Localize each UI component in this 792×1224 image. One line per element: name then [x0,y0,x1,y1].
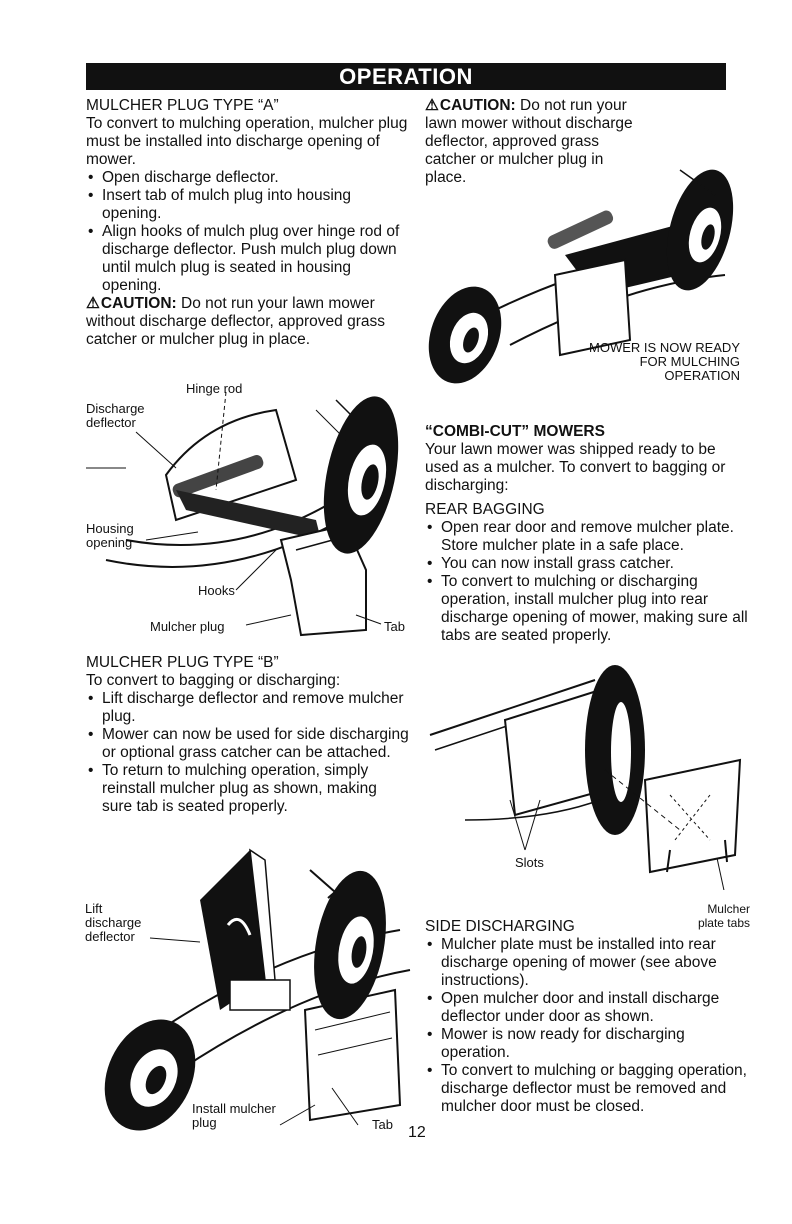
side-discharging-heading: SIDE DISCHARGING [425,918,575,935]
list-item: Insert tab of mulch plug into housing op… [86,187,411,223]
right-caution: CAUTION: Do not run your lawn mower with… [425,97,645,187]
list-item: Lift discharge deflector and remove mulc… [86,690,411,726]
list-item: Mower can now be used for side dischargi… [86,726,411,762]
list-item: Align hooks of mulch plug over hinge rod… [86,223,411,295]
figure-1-drawing [428,169,734,384]
combi-cut-heading: “COMBI-CUT” MOWERS [425,423,605,440]
combi-cut-intro: Your lawn mower was shipped ready to be … [425,441,726,494]
figure-mulcher-plug-b: Lift discharge deflector Install mulcher… [85,840,420,1140]
type-a-intro: To convert to mulching operation, mulche… [86,115,408,168]
side-discharging-section: SIDE DISCHARGING Mulcher plate must be i… [425,918,750,1116]
list-item: Open rear door and remove mulcher plate.… [425,519,750,555]
type-a-heading: MULCHER PLUG TYPE “A” [86,97,279,114]
list-item: To convert to mulching or bagging operat… [425,1062,750,1116]
label-hooks: Hooks [198,583,235,598]
label-discharge-deflector: Discharge deflector [86,401,145,430]
caution-text: Do not run your lawn mower without disch… [86,295,385,348]
combi-cut-section: “COMBI-CUT” MOWERS Your lawn mower was s… [425,423,750,645]
type-a-section: MULCHER PLUG TYPE “A” To convert to mulc… [86,97,411,349]
label-install-plug: Install mulcher plug [192,1101,276,1130]
caution-text: Do not run your lawn mower without disch… [425,97,633,186]
type-b-intro: To convert to bagging or discharging: [86,672,341,689]
list-item: Open discharge deflector. [86,169,411,187]
figure-b-drawing [104,848,411,1131]
list-item: Mower is now ready for discharging opera… [425,1026,750,1062]
caution-label: CAUTION: [86,295,177,312]
type-b-steps: Lift discharge deflector and remove mulc… [86,690,411,816]
label-hinge-rod: Hinge rod [186,381,243,396]
list-item: You can now install grass catcher. [425,555,750,573]
label-slots: Slots [515,855,544,870]
type-b-heading: MULCHER PLUG TYPE “B” [86,654,279,671]
figure-2-drawing [429,665,742,896]
type-b-section: MULCHER PLUG TYPE “B” To convert to bagg… [86,654,411,816]
list-item: Open mulcher door and install discharge … [425,990,750,1026]
caution-label: CAUTION: [425,97,516,114]
list-item: To convert to mulching or discharging op… [425,573,750,645]
page-number: 12 [408,1124,426,1141]
label-housing-opening: Housing opening [86,521,134,550]
label-tab: Tab [384,619,405,634]
label-mulcher-plate-tabs: Mulcher plate tabs [697,902,750,930]
figure-rear-mulcher-plate: Slots [425,650,750,896]
type-a-steps: Open discharge deflector. Insert tab of … [86,169,411,295]
figure-1-caption: MOWER IS NOW READY FOR MULCHING OPERATIO… [589,340,740,383]
label-mulcher-plug: Mulcher plug [150,619,225,634]
label-tab-b: Tab [372,1117,393,1132]
list-item: Mulcher plate must be installed into rea… [425,936,750,990]
rear-bagging-heading: REAR BAGGING [425,501,545,518]
side-discharging-steps: Mulcher plate must be installed into rea… [425,936,750,1116]
label-lift-deflector: Lift discharge deflector [85,901,142,944]
list-item: To return to mulching operation, simply … [86,762,411,816]
section-banner: OPERATION [86,63,726,90]
right-caution-section: CAUTION: Do not run your lawn mower with… [425,97,645,187]
figure-mulcher-plug-a: Hinge rod Discharge deflector Housing op… [86,370,416,650]
type-a-caution: CAUTION: Do not run your lawn mower with… [86,295,411,349]
figure-ready-for-mulching: MOWER IS NOW READY FOR MULCHING OPERATIO… [425,165,745,390]
rear-bagging-steps: Open rear door and remove mulcher plate.… [425,519,750,645]
figure-a-drawing [86,391,399,637]
